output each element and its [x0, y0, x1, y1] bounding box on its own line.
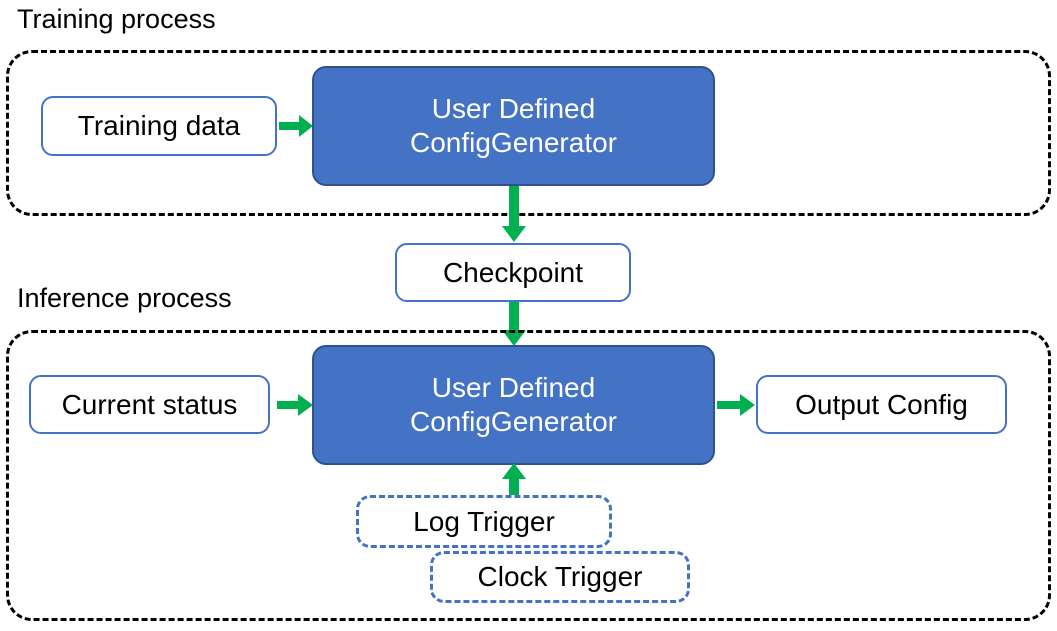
- arrow-training-data-to-generator: [279, 113, 315, 139]
- arrow-generator-to-checkpoint: [500, 186, 528, 244]
- arrow-generator-to-output-config: [717, 392, 757, 418]
- inference-generator-line2: ConfigGenerator: [409, 406, 617, 437]
- output-config-node[interactable]: Output Config: [756, 375, 1007, 434]
- inference-process-container: [6, 330, 1051, 621]
- log-trigger-label: Log Trigger: [413, 505, 555, 537]
- clock-trigger-node[interactable]: Clock Trigger: [430, 551, 690, 603]
- inference-generator-line1: User Defined: [431, 372, 596, 403]
- training-process-container: [6, 50, 1051, 216]
- log-trigger-node[interactable]: Log Trigger: [356, 495, 612, 548]
- current-status-label: Current status: [61, 388, 238, 420]
- training-generator-line1: User Defined: [431, 93, 596, 124]
- inference-process-label: Inference process: [17, 283, 232, 313]
- current-status-node[interactable]: Current status: [29, 375, 270, 434]
- checkpoint-node[interactable]: Checkpoint: [395, 243, 631, 302]
- training-data-node[interactable]: Training data: [41, 96, 277, 156]
- training-process-label: Training process: [17, 4, 216, 34]
- clock-trigger-label: Clock Trigger: [477, 561, 643, 592]
- training-generator-line2: ConfigGenerator: [409, 127, 617, 158]
- checkpoint-label: Checkpoint: [442, 256, 584, 288]
- arrow-triggers-to-generator: [500, 463, 528, 501]
- inference-config-generator-node[interactable]: User Defined ConfigGenerator: [312, 345, 715, 465]
- output-config-label: Output Config: [795, 388, 968, 420]
- arrow-current-status-to-generator: [277, 392, 315, 418]
- arrow-checkpoint-to-inference-generator: [500, 302, 528, 348]
- training-data-label: Training data: [77, 110, 241, 141]
- training-config-generator-node[interactable]: User Defined ConfigGenerator: [312, 66, 715, 186]
